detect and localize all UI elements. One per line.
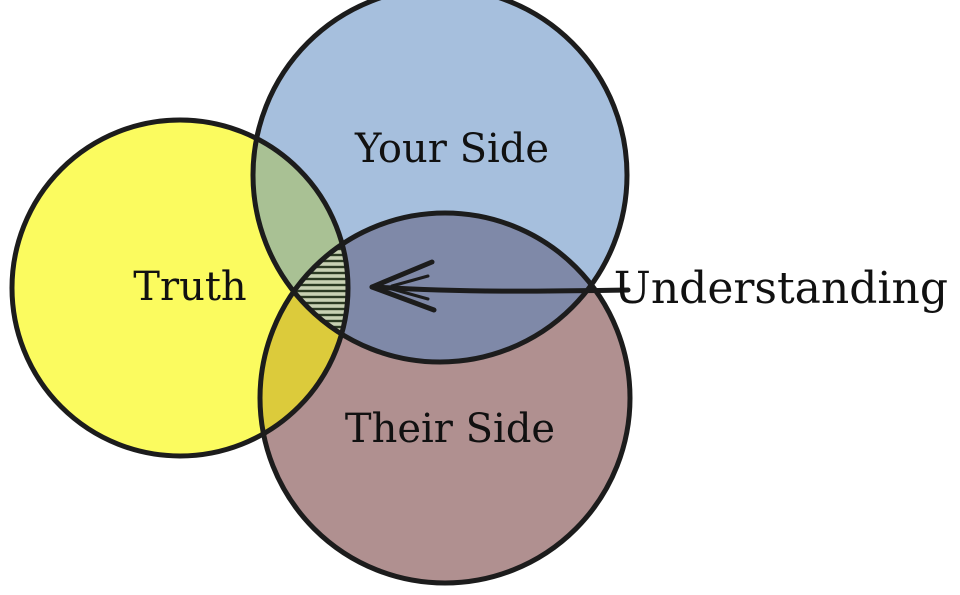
truth-circle-outline	[9, 117, 351, 459]
their-side-circle-outline	[257, 210, 633, 586]
truth-label: Truth	[133, 264, 246, 310]
your-their-overlap	[260, 213, 627, 362]
their-side-label: Their Side	[345, 406, 555, 452]
your-side-circle-outline	[250, 0, 630, 365]
arrow	[369, 259, 631, 313]
your-side-label: Your Side	[354, 126, 549, 172]
understanding-label: Understanding	[614, 263, 948, 314]
